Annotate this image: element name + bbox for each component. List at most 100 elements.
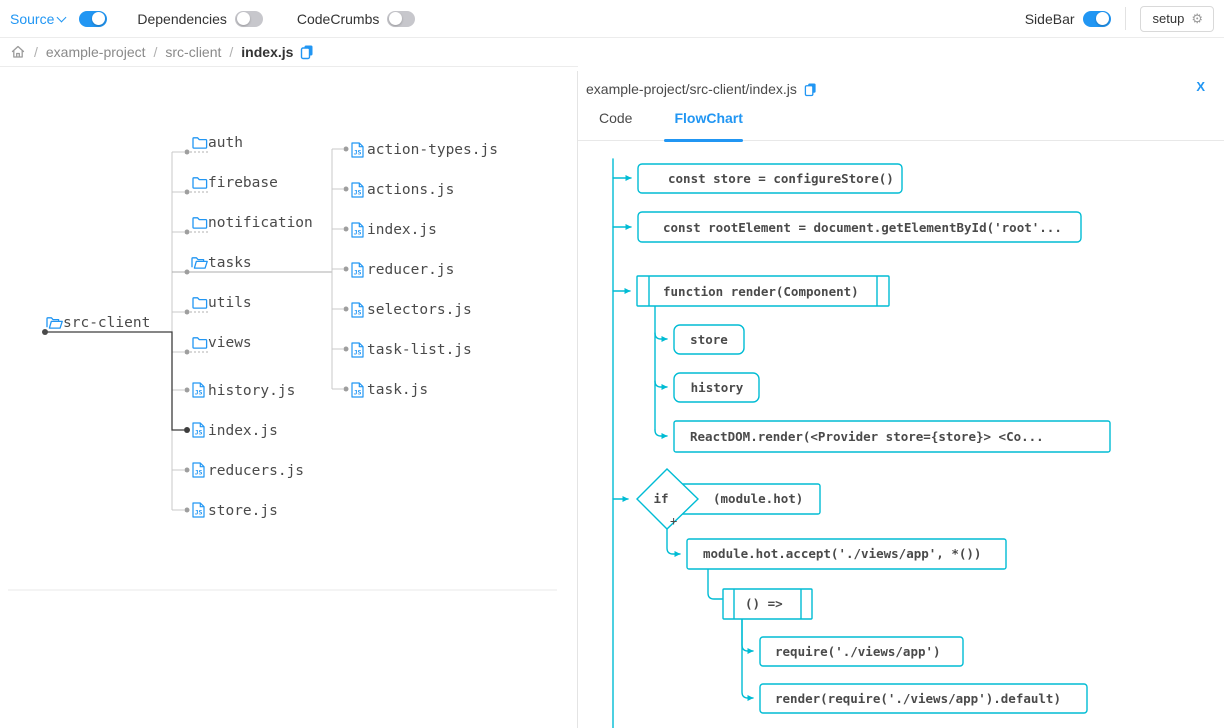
flow-node-labels: const store = configureStore() const roo… xyxy=(653,171,1061,706)
flow-node-module-hot-accept[interactable] xyxy=(686,538,1007,570)
tree-item-label: actions.js xyxy=(367,182,454,198)
tree-item-label: task-list.js xyxy=(367,342,472,358)
flow-label: () => xyxy=(745,596,783,611)
flowchart: const store = configureStore() const roo… xyxy=(612,158,1111,728)
tree-item-reducers-js[interactable]: reducers.js xyxy=(192,462,304,479)
tree-item-label: views xyxy=(208,335,252,351)
breadcrumb-item-folder[interactable]: src-client xyxy=(165,44,222,60)
tree-item-label: action-types.js xyxy=(367,142,498,158)
breadcrumb-item-current-file[interactable]: index.js xyxy=(241,44,294,60)
folder-icon xyxy=(192,297,208,309)
tab-code[interactable]: Code xyxy=(599,110,633,126)
tree-item-actions-js[interactable]: actions.js xyxy=(351,182,454,198)
tree-item-selectors-js[interactable]: selectors.js xyxy=(351,302,472,318)
source-toggle[interactable] xyxy=(79,10,108,27)
tree-item-action-types-js[interactable]: action-types.js xyxy=(351,142,498,158)
gear-icon: ⚙ xyxy=(1191,10,1203,26)
flow-label-if: if xyxy=(653,491,668,506)
main-area: JS xyxy=(0,67,1224,728)
flow-node-render-require[interactable] xyxy=(759,683,1088,714)
js-file-icon xyxy=(351,342,364,358)
dependencies-label: Dependencies xyxy=(137,10,227,27)
flow-label: history xyxy=(691,380,744,395)
panel-divider xyxy=(577,71,578,728)
codecrumbs-label: CodeCrumbs xyxy=(296,10,380,27)
tree-item-task-js[interactable]: task.js xyxy=(351,382,428,398)
toolbar-divider xyxy=(1124,7,1126,30)
js-file-icon xyxy=(351,182,364,198)
folder-open-icon xyxy=(191,257,208,269)
breadcrumb-separator: / xyxy=(34,44,38,60)
codecrumbs-toggle[interactable] xyxy=(387,10,416,27)
flow-node-arrow-fn[interactable] xyxy=(722,588,813,620)
tree-item-views[interactable]: views xyxy=(192,335,252,351)
js-file-icon xyxy=(351,262,364,278)
tree-item-index-js-selected[interactable]: index.js xyxy=(192,422,278,439)
copy-icon[interactable] xyxy=(300,44,314,60)
tree-item-notification[interactable]: notification xyxy=(192,215,313,231)
tree-item-history-js[interactable]: history.js xyxy=(192,382,295,399)
panel-file-title: example-project/src-client/index.js xyxy=(586,81,797,97)
tree-item-reducer-js[interactable]: reducer.js xyxy=(351,262,454,278)
tree-item-tasks[interactable]: tasks xyxy=(191,255,252,271)
tab-flowchart[interactable]: FlowChart xyxy=(674,110,743,126)
tree-item-firebase[interactable]: firebase xyxy=(192,175,278,191)
copy-icon[interactable] xyxy=(804,82,817,97)
folder-icon xyxy=(192,137,208,149)
flow-node-history[interactable] xyxy=(673,372,760,403)
flow-node-const-rootelement[interactable] xyxy=(637,211,1082,243)
tree-item-label: history.js xyxy=(208,383,295,399)
sidebar-label: SideBar xyxy=(1024,10,1075,27)
js-file-icon xyxy=(351,142,364,158)
toggle-knob xyxy=(92,12,106,25)
sidebar-toggle[interactable] xyxy=(1082,10,1111,27)
folder-icon xyxy=(192,337,208,349)
js-file-icon xyxy=(192,502,205,518)
toolbar-right: SideBar setup ⚙ xyxy=(1024,5,1214,32)
tree-item-utils[interactable]: utils xyxy=(192,295,252,311)
flow-node-reactdom-render[interactable] xyxy=(673,420,1111,453)
flow-node-store[interactable] xyxy=(673,324,745,355)
sidebar-panel-header: example-project/src-client/index.js X Co… xyxy=(578,67,1224,142)
tree-item-tasks-index-js[interactable]: index.js xyxy=(351,222,437,238)
js-file-icon xyxy=(192,382,205,398)
codecrumbs-control: CodeCrumbs xyxy=(296,10,416,27)
tree-item-label: reducer.js xyxy=(367,262,454,278)
flow-label: (module.hot) xyxy=(713,491,803,506)
setup-button[interactable]: setup ⚙ xyxy=(1139,5,1214,32)
close-icon[interactable]: X xyxy=(1196,79,1205,94)
flow-label: ReactDOM.render(<Provider store={store}>… xyxy=(690,429,1044,444)
js-file-icon xyxy=(192,462,205,478)
tree-item-label: index.js xyxy=(208,423,278,439)
toggle-knob xyxy=(236,12,250,25)
flow-label: store xyxy=(690,332,728,347)
tree-item-label: store.js xyxy=(208,503,278,519)
tree-folder-dotted-lines xyxy=(190,151,208,353)
tree-item-label: utils xyxy=(208,295,252,311)
folder-open-icon xyxy=(46,317,63,329)
tree-item-root-src-client[interactable]: src-client xyxy=(46,315,150,331)
tree-dots xyxy=(42,146,349,513)
flow-node-require[interactable] xyxy=(759,636,964,667)
file-tree-graph: JS xyxy=(8,135,557,591)
home-icon[interactable] xyxy=(10,44,26,60)
active-tab-underline xyxy=(664,139,743,142)
js-file-icon xyxy=(351,382,364,398)
tree-item-store-js[interactable]: store.js xyxy=(192,502,278,519)
folder-icon xyxy=(192,177,208,189)
folder-icon xyxy=(192,217,208,229)
tree-connectors xyxy=(171,148,343,511)
tree-selected-path xyxy=(45,331,184,431)
flow-node-if-diamond[interactable] xyxy=(636,468,700,530)
dependencies-toggle[interactable] xyxy=(234,10,263,27)
tree-item-auth[interactable]: auth xyxy=(192,135,243,151)
breadcrumb-item-project[interactable]: example-project xyxy=(45,44,146,60)
flow-label: render(require('./views/app').default) xyxy=(775,691,1061,706)
source-label[interactable]: Source xyxy=(10,10,55,27)
tree-item-label: selectors.js xyxy=(367,302,472,318)
flow-node-function-render[interactable] xyxy=(636,275,890,307)
chevron-down-icon[interactable] xyxy=(56,12,67,22)
tree-item-task-list-js[interactable]: task-list.js xyxy=(351,342,472,358)
flow-node-const-store[interactable] xyxy=(637,163,903,194)
toggle-knob xyxy=(1095,12,1109,25)
